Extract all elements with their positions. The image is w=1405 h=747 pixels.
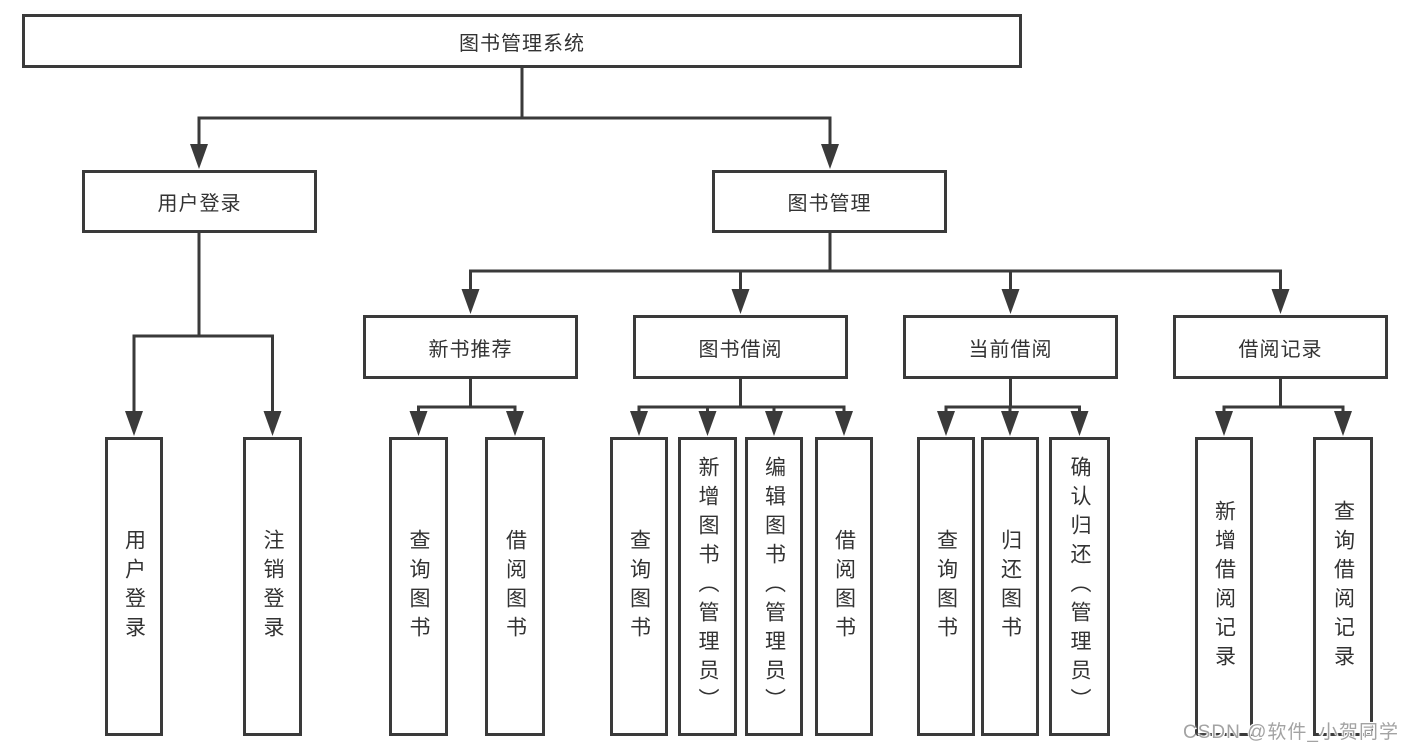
leaf-label: 用户登录 bbox=[122, 528, 146, 645]
node-label: 图书管理系统 bbox=[459, 32, 585, 55]
leaf-query-borrow-record: 查询借阅记录 bbox=[1313, 437, 1373, 736]
node-label: 新书推荐 bbox=[428, 338, 513, 361]
leaf-user-login: 用户登录 bbox=[105, 437, 163, 736]
node-label: 图书管理 bbox=[787, 193, 872, 215]
leaf-label: 查询图书 bbox=[934, 528, 958, 645]
leaf-confirm-return-admin: 确认归还（管理员） bbox=[1049, 437, 1110, 736]
node-book-management: 图书管理 bbox=[712, 170, 947, 233]
node-label: 图书借阅 bbox=[698, 338, 783, 361]
leaf-label: 确认归还（管理员） bbox=[1068, 456, 1091, 717]
leaf-return-book: 归还图书 bbox=[981, 437, 1039, 736]
node-new-book-recommend: 新书推荐 bbox=[363, 315, 578, 379]
leaf-label: 借阅图书 bbox=[832, 528, 856, 645]
node-label: 借阅记录 bbox=[1238, 338, 1323, 361]
leaf-query-books-recommend: 查询图书 bbox=[389, 437, 448, 736]
leaf-label: 借阅图书 bbox=[503, 528, 527, 645]
leaf-label: 注销登录 bbox=[261, 528, 284, 645]
leaf-query-books-borrowing: 查询图书 bbox=[610, 437, 668, 736]
leaf-label: 查询借阅记录 bbox=[1331, 499, 1355, 674]
leaf-add-borrow-record: 新增借阅记录 bbox=[1195, 437, 1253, 736]
node-label: 用户登录 bbox=[157, 193, 242, 215]
leaf-borrow-books-recommend: 借阅图书 bbox=[485, 437, 545, 736]
leaf-label: 新增图书（管理员） bbox=[696, 456, 719, 717]
leaf-edit-book-admin: 编辑图书（管理员） bbox=[745, 437, 803, 736]
node-current-borrowing: 当前借阅 bbox=[903, 315, 1118, 379]
watermark: CSDN @软件_小贺同学 bbox=[1183, 722, 1399, 743]
node-label: 当前借阅 bbox=[968, 338, 1053, 361]
node-borrow-records: 借阅记录 bbox=[1173, 315, 1388, 379]
node-library-management-system: 图书管理系统 bbox=[22, 14, 1022, 68]
leaf-label: 编辑图书（管理员） bbox=[762, 456, 786, 717]
leaf-borrow-books-borrowing: 借阅图书 bbox=[815, 437, 873, 736]
leaf-label: 新增借阅记录 bbox=[1212, 499, 1236, 674]
leaf-query-books-current: 查询图书 bbox=[917, 437, 975, 736]
leaf-label: 查询图书 bbox=[627, 528, 651, 645]
leaf-label: 归还图书 bbox=[998, 528, 1022, 645]
leaf-logout: 注销登录 bbox=[243, 437, 302, 736]
node-book-borrowing: 图书借阅 bbox=[633, 315, 848, 379]
leaf-add-book-admin: 新增图书（管理员） bbox=[678, 437, 737, 736]
leaf-label: 查询图书 bbox=[407, 528, 430, 645]
node-user-login: 用户登录 bbox=[82, 170, 317, 233]
